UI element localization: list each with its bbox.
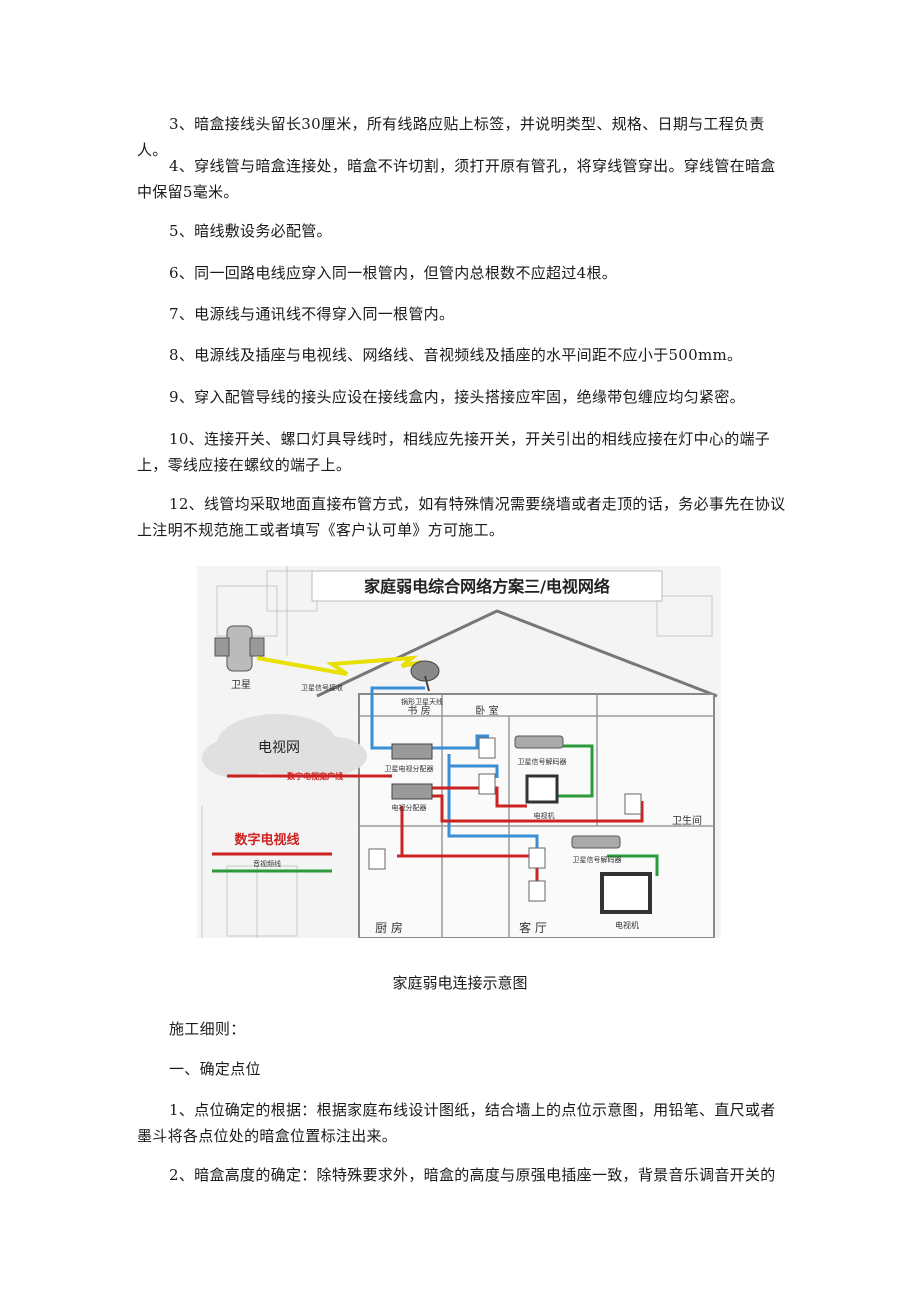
tv-bottom-icon <box>600 872 652 914</box>
network-diagram-figure: 家庭弱电综合网络方案三/电视网络 卫星 <box>197 566 721 938</box>
subheading: 一、确定点位 <box>169 1060 261 1078</box>
tv-top-icon <box>525 774 559 804</box>
sat-decoder-top-device <box>514 735 564 749</box>
dish-antenna-icon <box>410 660 440 692</box>
dish-label: 锅形卫星天线 <box>401 697 443 706</box>
tv-network-label: 电视网 <box>258 740 300 756</box>
tv-splitter-device <box>391 783 433 800</box>
paragraph-6: 6、同一回路电线应穿入同一根管内，但管内总根数不应超过4根。 <box>169 264 618 282</box>
digital-broadcast-label: 数字电视宽广线 <box>287 771 343 781</box>
paragraph-point-2: 2、暗盒高度的确定：除特殊要求外，暗盒的高度与原强电插座一致，背景音乐调音开关的 <box>169 1166 776 1184</box>
wall-socket-boxes <box>368 737 642 902</box>
kitchen-label: 厨 房 <box>375 920 403 935</box>
satellite-icon <box>214 625 265 672</box>
bathroom-label: 卫生间 <box>672 814 702 827</box>
sat-splitter-device <box>391 743 433 760</box>
figure-caption: 家庭弱电连接示意图 <box>392 974 528 992</box>
paragraph-point-1: 1、点位确定的根据：根据家庭布线设计图纸，结合墙上的点位示意图，用铅笔、直尺或者… <box>137 1101 776 1145</box>
room-study-label: 书 房 <box>407 704 430 717</box>
paragraph-10: 10、连接开关、螺口灯具导线时，相线应先接开关，开关引出的相线应接在灯中心的端子… <box>137 430 771 474</box>
satellite-signal-label: 卫星信号接收 <box>301 683 343 692</box>
sat-splitter-label: 卫星电视分配器 <box>385 764 434 773</box>
satellite-label: 卫星 <box>231 679 251 691</box>
sat-decoder-top-label: 卫星信号解码器 <box>518 757 567 766</box>
tv-top-label: 电视机 <box>534 811 555 820</box>
sat-decoder-bottom-device <box>571 835 621 849</box>
signal-bolt <box>256 655 423 676</box>
living-room-label: 客 厅 <box>519 920 547 935</box>
tv-bottom-label: 电视机 <box>615 920 639 930</box>
paragraph-8: 8、电源线及插座与电视线、网络线、音视频线及插座的水平间距不应小于500mm。 <box>169 346 743 364</box>
section-heading: 施工细则： <box>169 1020 246 1038</box>
network-diagram: 家庭弱电综合网络方案三/电视网络 卫星 <box>197 566 721 938</box>
legend-av-label: 音视频线 <box>253 859 281 868</box>
room-bedroom-label: 卧 室 <box>475 704 498 717</box>
figure-title: 家庭弱电综合网络方案三/电视网络 <box>364 577 610 596</box>
sat-decoder-bottom-label: 卫星信号解码器 <box>573 855 622 864</box>
paragraph-3: 3、暗盒接线头留长30厘米，所有线路应贴上标签，并说明类型、规格、日期与工程负责… <box>137 115 765 159</box>
tv-splitter-label: 电视分配器 <box>392 803 427 812</box>
paragraph-12: 12、线管均采取地面直接布管方式，如有特殊情况需要绕墙或者走顶的话，务必事先在协… <box>137 495 786 539</box>
legend-digital-tv: 数字电视线 <box>234 832 299 848</box>
paragraph-4: 4、穿线管与暗盒连接处，暗盒不许切割，须打开原有管孔，将穿线管穿出。穿线管在暗盒… <box>137 157 776 201</box>
paragraph-7: 7、电源线与通讯线不得穿入同一根管内。 <box>169 305 455 323</box>
paragraph-9: 9、穿入配管导线的接头应设在接线盒内，接头搭接应牢固，绝缘带包缠应均匀紧密。 <box>169 388 745 406</box>
paragraph-5: 5、暗线敷设务必配管。 <box>169 222 332 240</box>
tv-network-cloud <box>202 714 367 778</box>
